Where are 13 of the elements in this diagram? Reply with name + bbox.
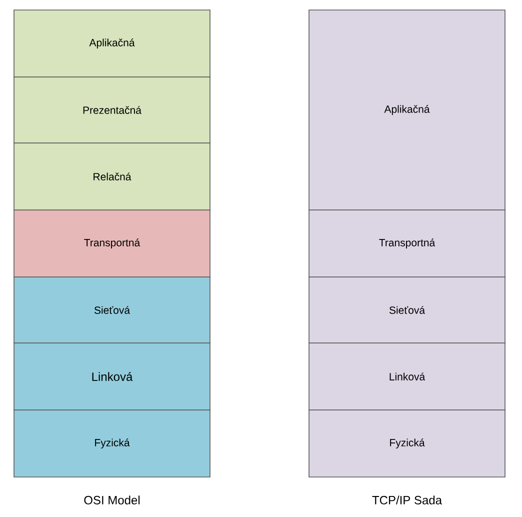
layer-box: Linková <box>14 342 210 410</box>
layer-box: Aplikačná <box>14 10 210 78</box>
layer-box: Linková <box>308 342 506 410</box>
column-caption: OSI Model <box>84 496 140 504</box>
layer-box: Fyzická <box>308 410 506 478</box>
layer-box: Transportná <box>14 210 210 278</box>
layer-box: Transportná <box>308 210 506 278</box>
layer-box: Sieťová <box>14 276 210 344</box>
layer-box: Fyzická <box>14 410 210 478</box>
layer-box: Sieťová <box>308 276 506 344</box>
layer-box: Relačná <box>14 142 210 210</box>
column-caption: TCP/IP Sada <box>372 496 442 504</box>
layer-box: Prezentačná <box>14 76 210 144</box>
